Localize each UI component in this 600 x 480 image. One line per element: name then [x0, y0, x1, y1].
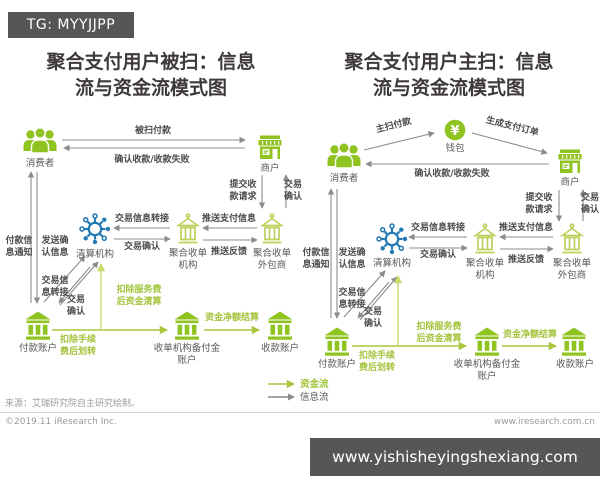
network-hub-icon	[375, 222, 409, 256]
node-label-clearing-r: 清算机构	[372, 258, 411, 269]
temple-outline-icon	[259, 213, 285, 245]
flow-label-push-payment-r: 推送支付信息	[498, 223, 553, 233]
legend-info-flow-label: 信息流	[300, 392, 329, 403]
flow-label-service-fee: 扣除服务费 后资金清算	[116, 285, 162, 307]
bank-icon	[474, 327, 500, 357]
arrow-info-switch-diag2	[59, 261, 99, 306]
flow-label-scanned-payment: 被扫付款	[134, 126, 171, 136]
flow-label-fee-transfer-r: 扣除手续 费后划转	[358, 351, 395, 373]
iresearch-website-link: www.iresearch.com.cn	[493, 417, 595, 427]
flow-label-net-settlement-r: 资金净额结算	[502, 330, 557, 340]
arrow-info-switch-diag1	[43, 255, 86, 303]
left-money-arrows	[52, 262, 261, 335]
bank-icon	[25, 311, 51, 341]
copyright-note: ©2019.11 iResearch Inc.	[5, 417, 117, 427]
flow-label-confirm-receipt-r: 确认收款/收款失败	[414, 169, 490, 179]
flow-label-info-switch-diag-r: 交易信 息转接	[338, 288, 366, 310]
node-label-payer-account-r: 付款账户	[317, 359, 356, 370]
flow-label-info-switch-r: 交易信息转接	[410, 223, 465, 233]
flow-label-net-settlement: 资金净额结算	[204, 313, 259, 323]
right-info-arrows	[327, 131, 587, 321]
flow-label-service-fee-r: 扣除服务费 后资金清算	[416, 322, 462, 344]
bank-icon	[174, 311, 200, 341]
temple-outline-icon	[175, 213, 201, 245]
svg-text:¥: ¥	[450, 124, 459, 139]
flow-label-payment-notice: 付款信 息通知	[5, 236, 33, 258]
flow-label-push-feedback: 推送反馈	[210, 247, 247, 257]
node-label-aggregator-r: 聚合收单 机构	[465, 258, 504, 281]
flow-label-payment-notice-r: 付款信 息通知	[302, 248, 330, 270]
node-label-merchant: 商户	[260, 163, 280, 174]
node-label-reserve-account: 收单机构备付金 账户	[153, 343, 221, 366]
bank-icon	[267, 311, 293, 341]
website-watermark-banner: www.yishisheyingshexiang.com	[310, 438, 600, 476]
arrow-info-switch-diag1-r	[343, 270, 386, 318]
flow-label-send-confirm-r: 发送确 认信息	[338, 248, 366, 270]
node-label-payer-account: 付款账户	[18, 343, 57, 354]
flow-label-push-payment: 推送支付信息	[201, 214, 256, 224]
temple-outline-icon	[472, 223, 498, 255]
flow-label-trade-confirm-merchant: 交易 确认	[283, 180, 302, 202]
tg-watermark-banner: TG: MYYJJPP	[8, 12, 134, 38]
node-label-wallet: 钱包	[445, 143, 465, 154]
flow-label-trade-confirm-merchant-r: 交易 确认	[580, 193, 599, 215]
node-label-consumer: 消费者	[25, 158, 55, 169]
node-label-aggregator: 聚合收单 机构	[168, 248, 207, 271]
tg-watermark-text: TG: MYYJJPP	[26, 17, 116, 33]
flow-label-trade-confirm-r: 交易确认	[419, 250, 456, 260]
storefront-icon	[256, 133, 284, 161]
flow-label-trade-confirm: 交易确认	[123, 242, 160, 252]
flow-label-submit-request: 提交收 款请求	[229, 180, 257, 202]
node-label-reserve-account-r: 收单机构备付金 账户	[453, 359, 521, 382]
arrow-trade-confirm-diag	[58, 266, 91, 304]
arrow-info-switch-diag2-r	[359, 276, 398, 321]
right-diagram-title: 聚合支付用户主扫：信息 流与资金流模式图	[344, 51, 554, 99]
left-diagram-title: 聚合支付用户被扫：信息 流与资金流模式图	[46, 51, 256, 99]
footer-divider	[0, 412, 600, 413]
node-label-outsourcer-r: 聚合收单 外包商	[552, 258, 591, 281]
left-info-arrows	[27, 136, 290, 306]
flow-label-send-confirm: 发送确 认信息	[41, 236, 69, 258]
flow-label-trade-confirm-diag: 交易 确认	[66, 295, 85, 317]
legend-arrows	[268, 379, 296, 401]
arrow-trade-confirm-diag-r	[357, 281, 390, 319]
node-label-payee-account-r: 收款账户	[555, 359, 594, 370]
node-label-clearing: 清算机构	[75, 249, 114, 260]
website-watermark-text: www.yishisheyingshexiang.com	[332, 448, 578, 466]
right-money-arrows	[352, 274, 558, 351]
storefront-icon	[556, 147, 584, 175]
wallet-icon: ¥	[444, 119, 466, 141]
node-label-merchant-r: 商户	[560, 177, 580, 188]
flow-label-trade-confirm-diag-r: 交易 确认	[363, 307, 382, 329]
legend-money-flow-label: 资金流	[300, 379, 329, 390]
flow-label-push-feedback-r: 推送反馈	[507, 255, 544, 265]
flow-label-submit-request-r: 提交收 款请求	[525, 193, 553, 215]
people-icon	[326, 139, 362, 171]
flow-label-info-switch: 交易信息转接	[114, 214, 169, 224]
node-label-consumer-r: 消费者	[329, 173, 359, 184]
flow-label-info-switch-diag: 交易信 息转接	[41, 276, 69, 298]
source-note: 来源：艾瑞研究院自主研究绘制。	[5, 399, 141, 409]
bank-icon	[561, 327, 587, 357]
people-icon	[22, 124, 58, 156]
node-label-payee-account: 收款账户	[260, 343, 299, 354]
flow-label-fee-transfer: 扣除手续 费后划转	[59, 335, 96, 357]
node-label-outsourcer: 聚合收单 外包商	[252, 248, 291, 271]
temple-outline-icon	[559, 223, 585, 255]
arrow-generate-order	[471, 132, 548, 155]
arrow-active-scan	[363, 131, 435, 151]
bank-icon	[324, 327, 350, 357]
network-hub-icon	[78, 212, 112, 246]
flow-label-confirm-receipt: 确认收款/收款失败	[114, 155, 190, 165]
